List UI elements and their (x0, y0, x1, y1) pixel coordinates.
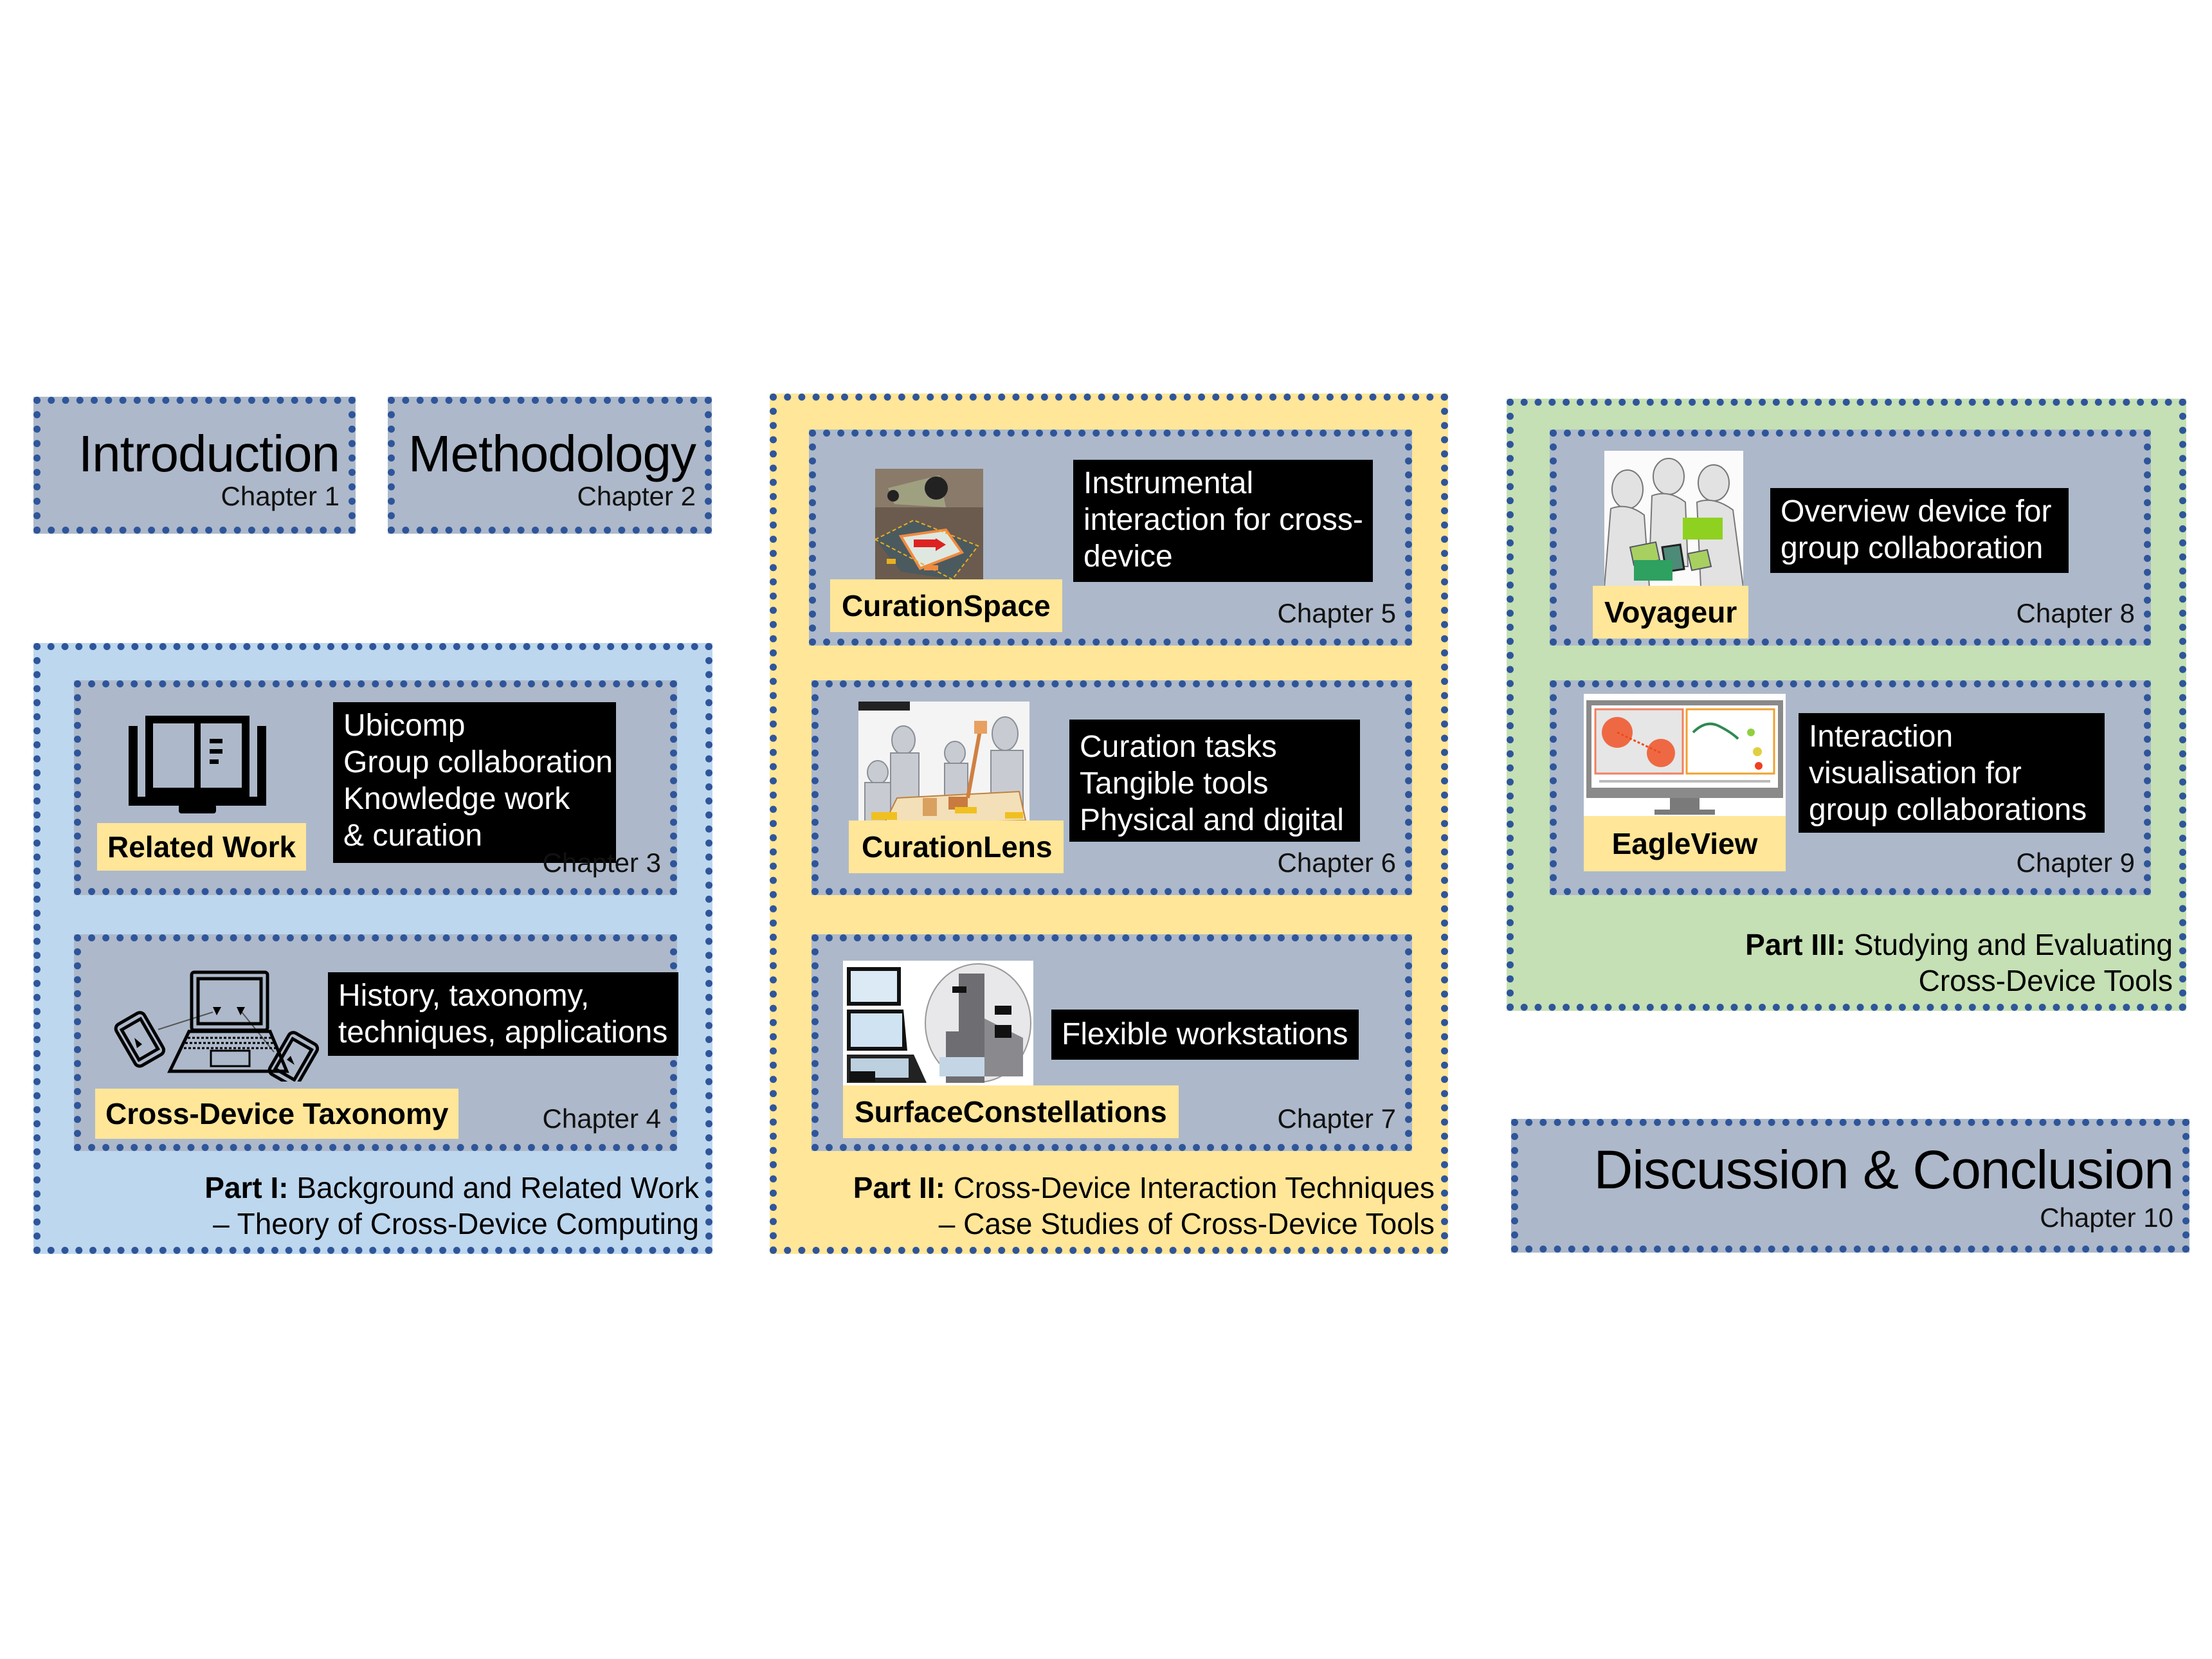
description-line: interaction for cross- (1083, 503, 1363, 537)
part-subtitle: Cross-Device Tools (1918, 964, 2173, 997)
chapter-label: CurationSpace (830, 579, 1062, 632)
description-line: Tangible tools (1080, 766, 1269, 801)
description-line: Interaction (1809, 720, 1954, 754)
description-line: group collaborations (1809, 793, 2087, 827)
surfaceconstellations-photo (843, 961, 1033, 1085)
description-line: Instrumental (1083, 466, 1254, 500)
chapter-number: Chapter 1 (221, 481, 340, 511)
part-2-caption: Part II: Cross-Device Interaction Techni… (853, 1170, 1435, 1242)
chapter-label: Cross-Device Taxonomy (95, 1089, 459, 1139)
description-line: group collaboration (1781, 531, 2044, 565)
chapter-number: Chapter 5 (1277, 598, 1396, 628)
description-line: Curation tasks (1080, 730, 1277, 764)
eagleview-monitor (1584, 694, 1786, 820)
chapter-title: Discussion & Conclusion (1593, 1139, 2174, 1200)
chapter-description: Flexible workstations (1051, 1010, 1359, 1060)
chapter-number: Chapter 10 (2040, 1202, 2173, 1233)
description-line: Group collaboration (343, 745, 613, 779)
part-1-caption: Part I: Background and Related Work – Th… (204, 1170, 699, 1242)
chapter-description: Overview device for group collaboration (1770, 488, 2069, 573)
part-title: Cross-Device Interaction Techniques (953, 1171, 1435, 1204)
chapter-description: Instrumental interaction for cross- devi… (1073, 460, 1373, 582)
description-line: & curation (343, 819, 483, 853)
chapter-methodology: Methodology Chapter 2 (388, 397, 712, 534)
part-label: Part I: (204, 1171, 289, 1204)
chapter-curationlens: CurationLens Curation tasks Tangible too… (811, 680, 1412, 895)
chapter-description: Curation tasks Tangible tools Physical a… (1069, 720, 1360, 842)
part-title: Studying and Evaluating (1853, 928, 2173, 961)
description-line: Knowledge work (343, 782, 570, 816)
curationlens-illustration (858, 702, 1029, 824)
chapter-number: Chapter 6 (1277, 848, 1396, 878)
part-title: Background and Related Work (296, 1171, 699, 1204)
book-icon (126, 713, 269, 822)
chapter-label: Related Work (97, 823, 307, 871)
chapter-number: Chapter 4 (542, 1103, 661, 1134)
chapter-description: Ubicomp Group collaboration Knowledge wo… (333, 702, 616, 863)
curationspace-photo (875, 469, 983, 579)
chapter-discussion-conclusion: Discussion & Conclusion Chapter 10 (1511, 1119, 2189, 1253)
chapter-label: Voyageur (1593, 586, 1749, 639)
cross-device-icon (113, 968, 319, 1082)
chapter-number: Chapter 7 (1277, 1103, 1396, 1134)
chapter-surfaceconstellations: SurfaceConstellations Flexible workstati… (811, 934, 1412, 1151)
description-line: techniques, applications (338, 1015, 668, 1049)
chapter-number: Chapter 2 (577, 481, 696, 511)
description-line: Physical and digital (1080, 803, 1344, 837)
chapter-curationspace: CurationSpace Instrumental interaction f… (809, 430, 1412, 646)
part-3-caption: Part III: Studying and Evaluating Cross-… (1745, 927, 2173, 999)
chapter-number: Chapter 3 (542, 848, 661, 878)
description-line: Ubicomp (343, 709, 466, 743)
chapter-label: CurationLens (849, 820, 1064, 873)
chapter-number: Chapter 8 (2016, 598, 2135, 628)
chapter-number: Chapter 9 (2016, 848, 2135, 878)
chapter-eagleview: EagleView Interaction visualisation for … (1550, 680, 2151, 895)
voyageur-illustration (1604, 451, 1743, 587)
part-subtitle: – Case Studies of Cross-Device Tools (938, 1207, 1435, 1240)
chapter-description: Interaction visualisation for group coll… (1799, 713, 2105, 833)
chapter-voyageur: Voyageur Overview device for group colla… (1550, 430, 2151, 646)
chapter-title: Methodology (408, 425, 696, 482)
chapter-title: Introduction (78, 425, 340, 482)
chapter-related-work: Related Work Ubicomp Group collaboration… (74, 680, 677, 895)
description-line: Flexible workstations (1062, 1017, 1348, 1051)
chapter-cross-device-taxonomy: Cross-Device Taxonomy History, taxonomy,… (74, 934, 678, 1151)
description-line: Overview device for (1781, 494, 2052, 529)
description-line: visualisation for (1809, 756, 2022, 790)
chapter-description: History, taxonomy, techniques, applicati… (328, 972, 678, 1056)
description-line: device (1083, 539, 1173, 574)
part-subtitle: – Theory of Cross-Device Computing (213, 1207, 699, 1240)
chapter-label: EagleView (1584, 816, 1786, 871)
description-line: History, taxonomy, (338, 979, 590, 1013)
part-label: Part II: (853, 1171, 945, 1204)
part-label: Part III: (1745, 928, 1846, 961)
chapter-introduction: Introduction Chapter 1 (33, 397, 356, 534)
chapter-label: SurfaceConstellations (843, 1085, 1179, 1138)
